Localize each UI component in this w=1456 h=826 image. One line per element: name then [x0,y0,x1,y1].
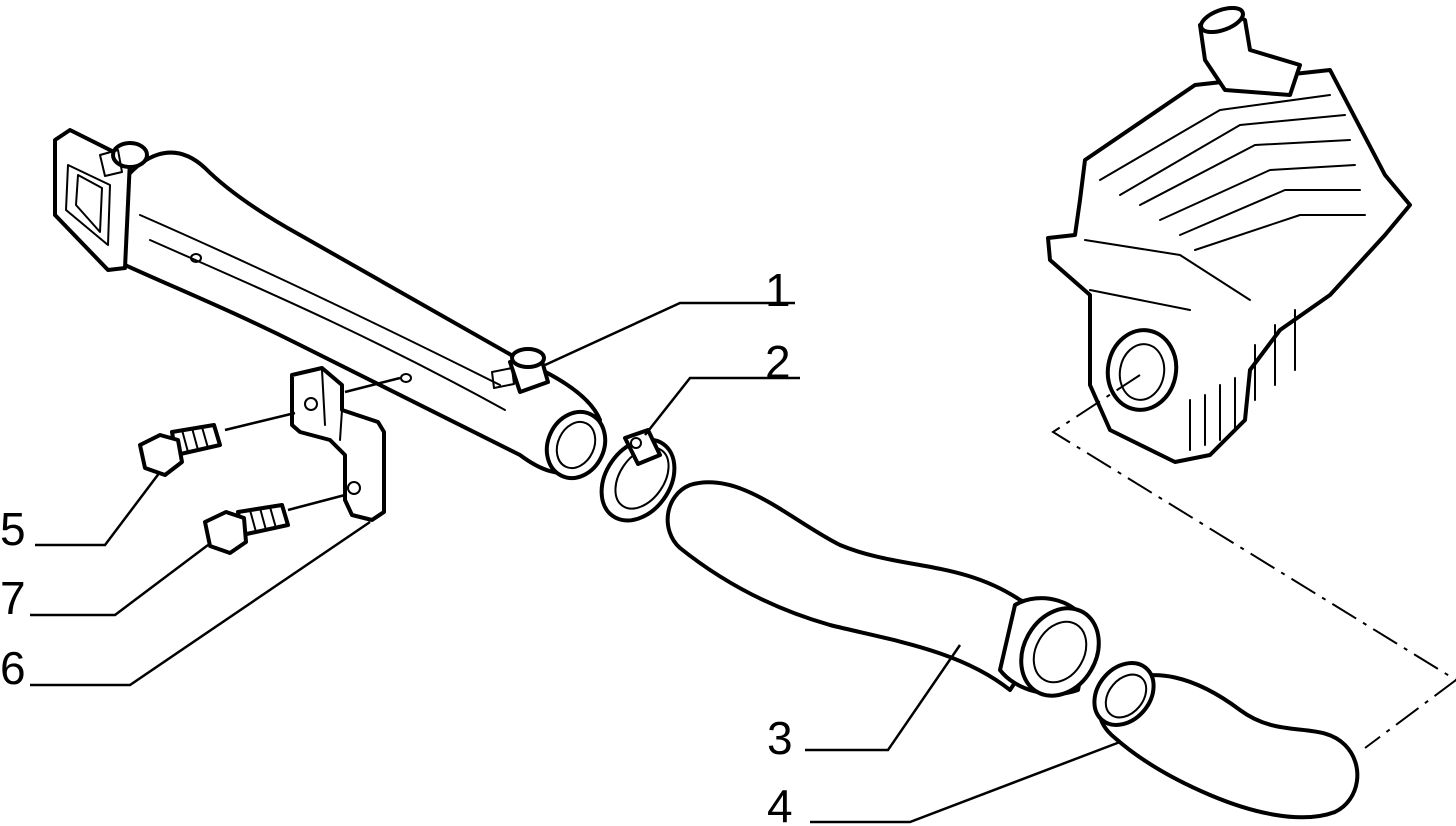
callout-6: 6 [0,642,26,694]
bracket-part-6 [290,366,386,522]
rubber-hose-part-3 [665,480,1101,698]
callout-2: 2 [765,336,791,388]
hose-clamp-part-2 [599,428,677,523]
assembly-line [1051,374,1456,749]
intake-pipe-part-1 [53,128,608,481]
callout-3: 3 [767,712,793,764]
callout-7: 7 [0,572,26,624]
bolt-part-7 [203,503,290,555]
bolt-part-5 [138,423,222,477]
callout-1: 1 [765,264,791,316]
callout-5: 5 [0,503,26,555]
air-filter-housing [1046,5,1412,464]
leader-lines [30,301,1121,824]
callout-4: 4 [767,780,793,826]
elbow-hose-part-4 [1092,661,1360,820]
